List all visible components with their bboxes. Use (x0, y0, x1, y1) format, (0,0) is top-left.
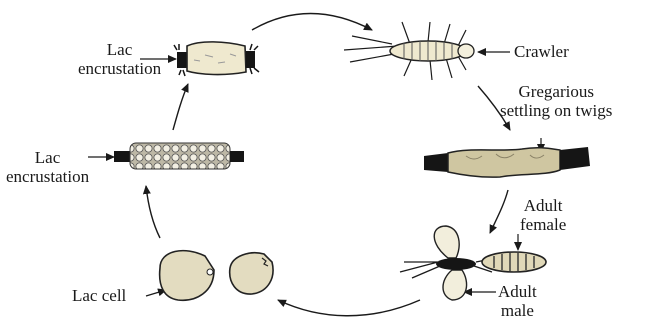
label-adult-male: Adult male (498, 282, 537, 320)
adult-female-illustration (482, 252, 546, 272)
label-crawler: Crawler (514, 42, 569, 61)
lac-cells-illustration (160, 251, 273, 301)
arrow-adults-to-lac-cell (278, 300, 420, 316)
settling-twig-illustration (424, 147, 590, 177)
label-adult-female: Adult female (520, 196, 566, 234)
arrow-settling-to-adults (490, 190, 508, 233)
label-lac-cell: Lac cell (72, 286, 126, 305)
arrow-encrustation-to-crawler (252, 14, 372, 31)
label-lac-encrustation-lower: Lac encrustation (6, 148, 89, 186)
label-gregarious-settling: Gregarious settling on twigs (500, 82, 612, 120)
arrow-young-to-mature-encrustation (173, 84, 188, 130)
label-lac-encrustation-upper: Lac encrustation (78, 40, 161, 78)
mature-lac-encrustation (174, 42, 259, 76)
crawler-illustration (344, 22, 474, 80)
arrow-lac-cell-to-encrustation (146, 186, 160, 238)
young-lac-encrustation (114, 143, 244, 169)
